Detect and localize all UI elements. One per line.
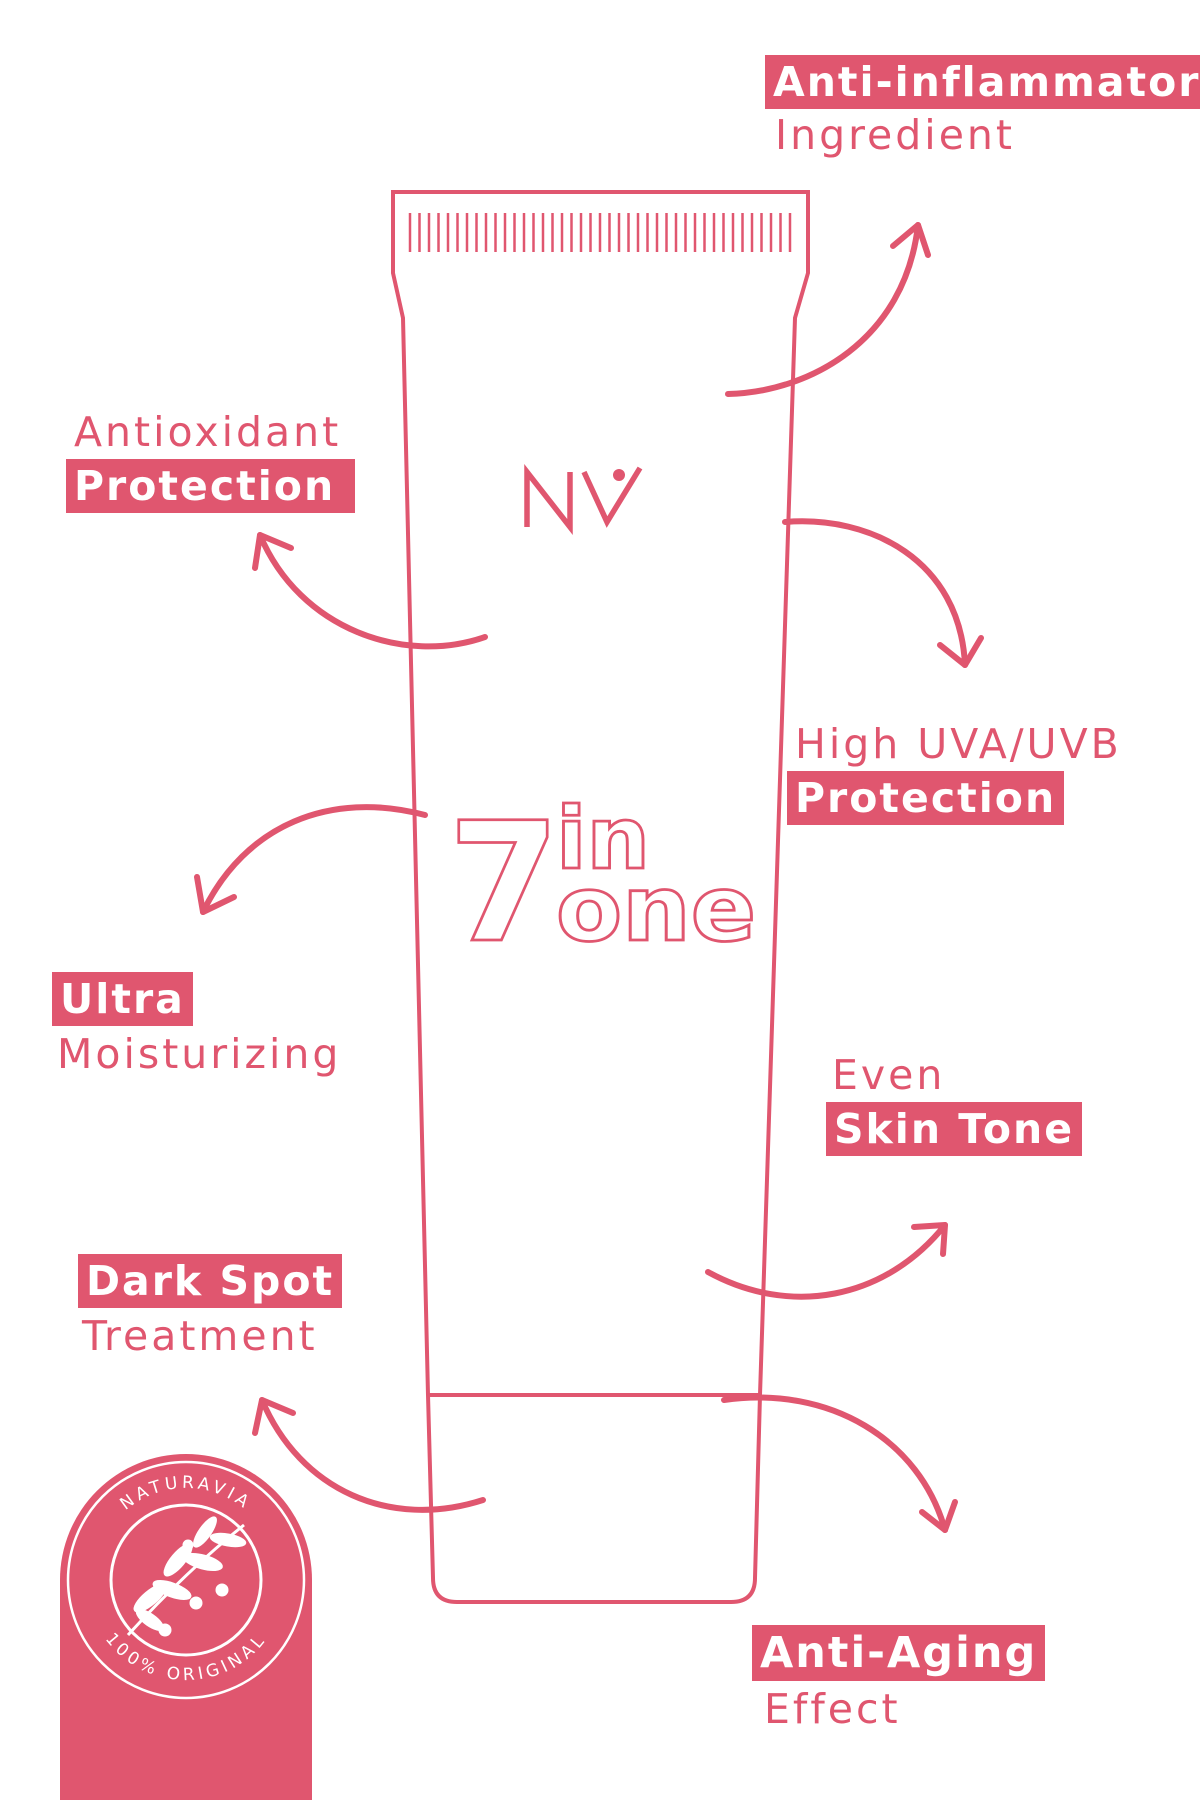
feature-highlight: Protection xyxy=(787,771,1065,825)
feature-skin-tone: Even Skin Tone xyxy=(826,1055,1082,1156)
feature-highlight: Skin Tone xyxy=(826,1102,1082,1156)
arrow-icon xyxy=(782,518,984,668)
badge-in: in xyxy=(556,789,650,889)
tube-crimp-ridges xyxy=(408,213,792,252)
arrow-icon xyxy=(194,804,428,915)
nv-logo-dot xyxy=(613,469,625,481)
feature-uv-protection: High UVA/UVB Protection xyxy=(787,724,1122,825)
feature-text: Even xyxy=(832,1051,946,1099)
badge-seven: 7 xyxy=(448,787,560,979)
leaf-branch-icon xyxy=(126,1516,247,1637)
arrow-icon xyxy=(725,222,931,397)
feature-highlight: Dark Spot xyxy=(78,1254,343,1308)
tube-outline-icon xyxy=(391,190,810,1604)
feature-text: High UVA/UVB xyxy=(795,720,1122,768)
feature-dark-spot: Dark Spot Treatment xyxy=(78,1254,343,1360)
feature-text: Antioxidant xyxy=(74,408,342,456)
arrow-icon xyxy=(721,1394,958,1533)
feature-anti-aging: Anti-Aging Effect xyxy=(752,1625,1046,1733)
nv-logo-icon xyxy=(524,464,643,535)
feature-highlight: Protection xyxy=(66,459,356,513)
feature-text: Moisturizing xyxy=(57,1030,342,1078)
seven-in-one-badge: 7 in one xyxy=(447,786,758,981)
arrow-icon xyxy=(705,1222,948,1300)
feature-text: Ingredient xyxy=(775,111,1015,159)
badge-one: one xyxy=(556,857,756,962)
feature-text: Effect xyxy=(764,1685,901,1733)
feature-antioxidant: Antioxidant Protection xyxy=(66,408,356,513)
feature-highlight: Anti-inflammatory xyxy=(765,55,1200,109)
feature-text: Treatment xyxy=(82,1312,318,1360)
feature-highlight: Ultra xyxy=(52,972,193,1026)
feature-highlight: Anti-Aging xyxy=(752,1625,1046,1681)
feature-anti-inflammatory: Anti-inflammatory Ingredient xyxy=(765,55,1200,156)
naturavia-seal: NATURAVIA 100% ORIGINAL xyxy=(60,1454,312,1800)
feature-moisturizing: Ultra Moisturizing xyxy=(52,972,341,1075)
arrow-icon xyxy=(252,1397,486,1513)
arrow-icon xyxy=(252,532,488,650)
